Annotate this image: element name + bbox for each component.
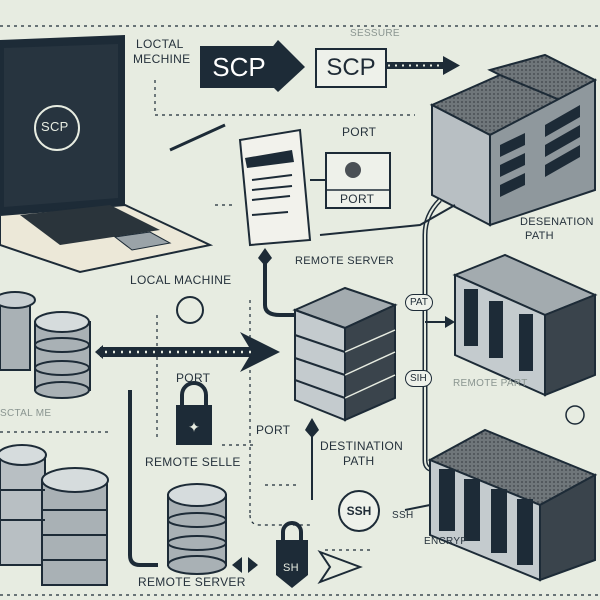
dashed-guides (0, 25, 600, 596)
server-cluster-bottom-right (427, 428, 598, 582)
encrypt-label: ENCRYP (424, 536, 468, 547)
database-bottom (167, 483, 227, 575)
remote-server-label-bottom: REMOTE SERVER (138, 575, 246, 589)
local-machine-label-mid: LOCAL MACHINE (130, 273, 232, 287)
local-faint-label: SCTAL ME (0, 408, 52, 419)
lock-sh-label: SH (283, 562, 299, 574)
server-cluster-right (452, 253, 598, 397)
port-label-mid: PORT (176, 371, 211, 385)
scp-arrow: SCP (200, 46, 278, 88)
dotted-arrow-middle (95, 332, 280, 372)
port-label-mid-2: PORT (256, 423, 291, 437)
remote-part-label: REMOTE PART (453, 378, 528, 389)
shield-lock-icon (276, 521, 308, 588)
port-box-label: PORT (340, 192, 375, 206)
scp-arrow-head (270, 40, 305, 92)
arrow-up-icon (258, 248, 272, 266)
local-machine-label-line2: MECHINE (133, 52, 191, 66)
port-circle-icon (176, 296, 204, 324)
laptop-screen-label: SCP (41, 119, 69, 134)
destination-label-line1: DESENATION (520, 216, 594, 228)
remote-selle-label: REMOTE SELLE (145, 455, 241, 469)
path-pill: PAT (405, 294, 433, 311)
svg-text:✦: ✦ (188, 419, 200, 435)
server-rack-top-right (319, 53, 598, 473)
lock-icon: ✦ (176, 381, 212, 445)
server-stack-middle (292, 286, 398, 422)
port-label-top: PORT (342, 125, 377, 139)
ssh-label: SSH (392, 510, 414, 521)
scp-box: SCP (315, 48, 387, 88)
ssh-circle: SSH (338, 490, 380, 532)
database-stack-bottom-left (0, 444, 109, 586)
database-stack-left (0, 291, 91, 399)
remote-server-label-top: REMOTE SERVER (295, 255, 395, 267)
connector-pipe (263, 262, 295, 317)
destination-label-line2: PATH (525, 230, 554, 242)
document-icon (238, 128, 325, 247)
secure-label: SESSURE (350, 28, 400, 39)
ssh-pill: SIH (405, 370, 432, 387)
arrow-right-icon (317, 549, 363, 585)
laptop-illustration (0, 35, 226, 274)
port-device (325, 152, 391, 209)
destination-label-mid-line2: PATH (343, 454, 375, 468)
local-machine-label-line1: LOCTAL (136, 37, 184, 51)
dotted-arrow-top (385, 56, 460, 75)
clock-icon (565, 405, 585, 425)
arrow-up-icon-2 (305, 418, 319, 438)
destination-label-mid-line1: DESTINATION (320, 439, 404, 453)
